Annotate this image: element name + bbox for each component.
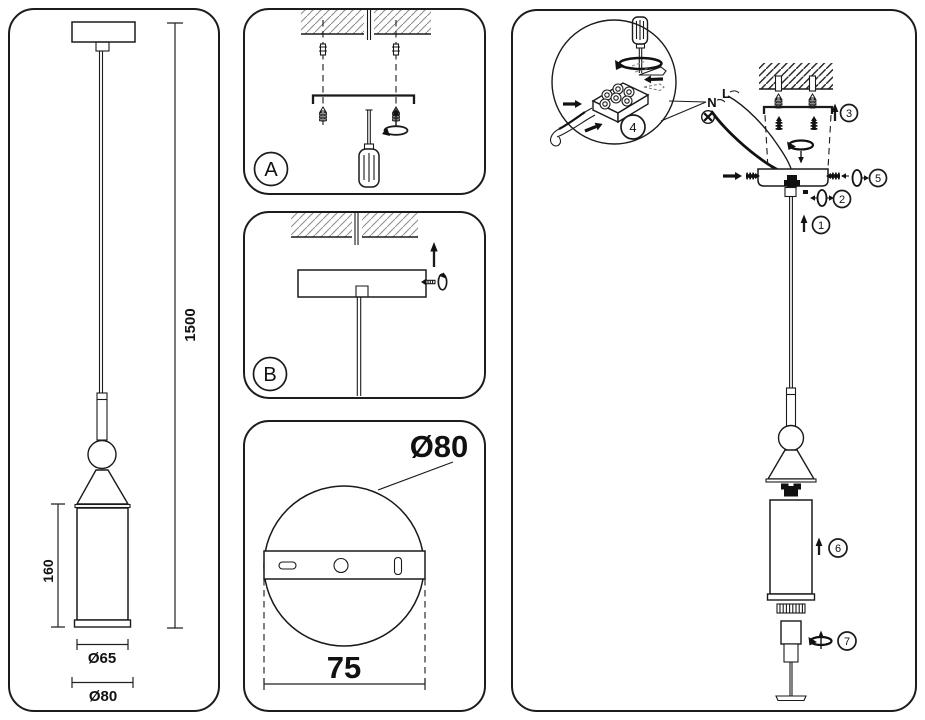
decor-sphere bbox=[87, 439, 117, 470]
detail-badge: 4 bbox=[620, 114, 646, 140]
step-b-badge: B bbox=[252, 356, 288, 392]
mains-cable bbox=[354, 212, 359, 245]
step5-badge: 5 bbox=[868, 168, 888, 188]
dimension-d65: Ø65 bbox=[76, 639, 129, 667]
step6-label: 6 bbox=[835, 543, 841, 555]
mounting-bracket bbox=[311, 94, 416, 104]
panel-step-a: A bbox=[243, 8, 486, 195]
dimension-1500: 1500 bbox=[167, 22, 199, 629]
ceiling-hatch bbox=[301, 10, 431, 35]
suspension-cable bbox=[789, 196, 793, 388]
rotate-icon bbox=[615, 56, 663, 71]
step-a-badge: A bbox=[253, 151, 289, 187]
step2-label: 2 bbox=[839, 194, 845, 206]
leader-line bbox=[377, 461, 454, 491]
cable-lock bbox=[355, 285, 369, 297]
step6-badge: 6 bbox=[828, 538, 848, 558]
rotate-canopy-icon bbox=[787, 139, 815, 164]
lock-nib bbox=[803, 190, 808, 194]
mains-cable bbox=[366, 9, 372, 40]
screw-icon bbox=[319, 106, 400, 122]
step5-label: 5 bbox=[875, 173, 881, 185]
drill-hole-right bbox=[808, 75, 817, 92]
step1-label: 1 bbox=[818, 220, 824, 232]
step7-badge: 7 bbox=[837, 631, 857, 651]
screwdriver-icon bbox=[358, 109, 380, 188]
wall-plug-icon bbox=[319, 43, 400, 56]
live-wire-label: L bbox=[722, 86, 730, 101]
step-b-label: B bbox=[263, 364, 276, 386]
shade-cylinder bbox=[769, 499, 813, 595]
step3-badge: 3 bbox=[839, 103, 859, 123]
slot-hole-left bbox=[278, 561, 297, 570]
neutral-wire-label: N bbox=[707, 95, 716, 110]
side-screw-icon bbox=[421, 278, 436, 286]
canopy-diameter-label: Ø80 bbox=[410, 429, 469, 464]
canopy-ghost-outline bbox=[764, 114, 832, 170]
base-diameter-label: Ø80 bbox=[89, 688, 117, 705]
detail-badge-label: 4 bbox=[629, 120, 636, 135]
dimension-75: 75 bbox=[263, 650, 426, 690]
decor-cone bbox=[766, 449, 816, 480]
terminal-detail-circle: 4 bbox=[550, 16, 677, 147]
pendant-rod bbox=[356, 297, 362, 396]
step2-badge: 2 bbox=[832, 189, 852, 209]
lamp-side-view bbox=[71, 21, 136, 628]
shade-height-label: 160 bbox=[40, 559, 56, 583]
rotate-icon bbox=[437, 272, 448, 291]
panel-canopy-bottom-view: Ø80 75 bbox=[243, 420, 486, 712]
shade-diameter-label: Ø65 bbox=[88, 650, 116, 667]
wires-into-terminal bbox=[550, 107, 596, 147]
dimension-160: 160 bbox=[40, 503, 65, 628]
canopy-connector bbox=[95, 41, 110, 52]
led-bulb bbox=[775, 620, 807, 702]
drill-hole-left bbox=[774, 75, 783, 92]
step6-arrow-icon bbox=[815, 537, 823, 555]
push-up-arrow-icon bbox=[430, 242, 438, 267]
panel-step-b: B bbox=[243, 211, 486, 399]
step-a-label: A bbox=[264, 159, 278, 181]
step3-arrow-icon bbox=[831, 103, 839, 121]
terminal-block bbox=[591, 82, 650, 124]
shade-cylinder bbox=[76, 507, 129, 621]
ceiling-hatch bbox=[759, 63, 833, 92]
extension-lines bbox=[263, 579, 426, 683]
rotate-bulb-icon bbox=[808, 630, 833, 649]
step1-badge: 1 bbox=[811, 215, 831, 235]
panel-side-view: 1500 160 Ø65 Ø80 bbox=[8, 8, 220, 712]
detail-leader-lines bbox=[660, 100, 707, 122]
shade-rim bbox=[766, 593, 816, 601]
screwdriver-icon bbox=[631, 16, 649, 73]
mounting-bar bbox=[263, 550, 426, 580]
dimension-d80: Ø80 bbox=[71, 677, 134, 705]
open-arrow-icon bbox=[631, 60, 667, 92]
center-hole bbox=[333, 557, 349, 574]
ceiling-canopy bbox=[71, 21, 136, 43]
rotate-grip-icon bbox=[810, 189, 834, 207]
step7-label: 7 bbox=[844, 636, 850, 648]
cable-length-label: 1500 bbox=[182, 308, 199, 341]
suspension-cable bbox=[98, 51, 104, 393]
rotate-screw-icon bbox=[841, 169, 869, 187]
canopy-plate bbox=[297, 269, 427, 298]
cord-grip bbox=[784, 186, 797, 198]
slot-hole-right bbox=[393, 556, 403, 576]
step1-arrow-icon bbox=[800, 214, 808, 232]
screw-icon-black bbox=[775, 116, 818, 130]
retaining-ring bbox=[776, 603, 806, 614]
panel-assembly: 4 N L bbox=[511, 9, 917, 712]
shade-rim bbox=[73, 619, 132, 628]
rotate-screw-icon bbox=[382, 108, 409, 136]
decor-sphere bbox=[777, 424, 805, 452]
cable-tube bbox=[785, 387, 797, 427]
lamp-socket bbox=[781, 483, 801, 497]
step3-label: 3 bbox=[846, 108, 852, 120]
hole-spacing-label: 75 bbox=[327, 650, 361, 685]
decor-cone bbox=[75, 469, 130, 505]
mounting-bracket bbox=[762, 105, 834, 114]
